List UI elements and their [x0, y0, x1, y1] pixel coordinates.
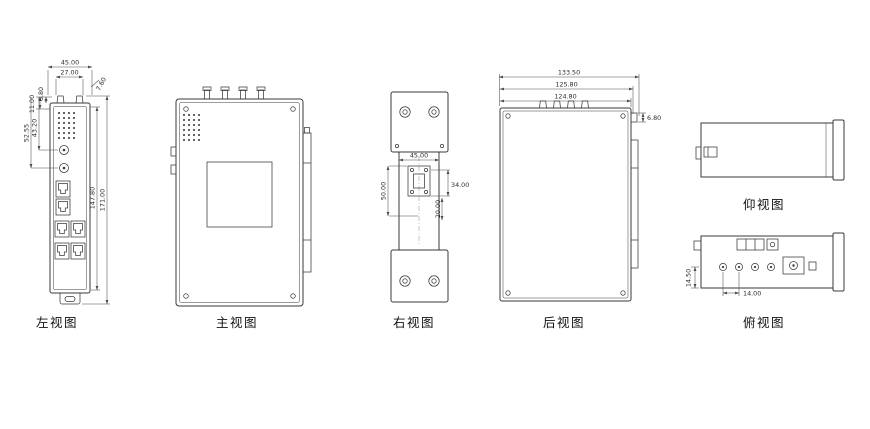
rear-view: 133.50 125.80 124.80 6.80	[498, 69, 661, 330]
dim-left-outer-height: 171.00	[99, 189, 107, 211]
side-step	[695, 146, 702, 160]
side-nub	[693, 240, 702, 251]
antenna-nuts	[539, 100, 589, 109]
left-view: 45.00 27.00 7.60 11.00 6.80 52.55 43.20 …	[23, 59, 110, 330]
front-view-panel-inner	[179, 102, 300, 303]
dim-right-offset-b: 20.00	[434, 200, 442, 218]
din-rail-clip	[302, 127, 312, 273]
dim-right-height: 50.00	[380, 182, 388, 200]
dim-left-conn-low: 52.55	[23, 124, 31, 142]
sim-slot	[703, 146, 718, 158]
din-rail-clip	[630, 139, 639, 269]
antenna-connectors	[202, 86, 266, 100]
corner-screws	[505, 113, 626, 296]
bottom-bracket	[390, 249, 449, 303]
rear-view-label: 后视图	[543, 315, 585, 330]
terminal-block	[736, 238, 779, 251]
side-tab	[170, 164, 177, 175]
screw-hole	[395, 144, 399, 148]
screw-hole	[440, 144, 444, 148]
dim-right-offset-a: 34.00	[451, 181, 469, 189]
spine-component	[407, 165, 431, 197]
dim-top-offset: 14.50	[685, 269, 693, 287]
power-pin	[792, 264, 795, 267]
reset-button	[808, 261, 817, 271]
mounting-slot	[64, 296, 76, 302]
spring-tab	[630, 112, 638, 123]
dim-left-inner-height: 147.80	[89, 187, 97, 209]
dim-left-conn-high: 43.20	[31, 119, 39, 137]
dim-rear-width-outer: 133.50	[558, 69, 580, 77]
top-bracket	[390, 91, 449, 153]
left-view-dimensions: 45.00 27.00 7.60 11.00 6.80 52.55 43.20 …	[23, 59, 110, 305]
rear-view-panel-inner	[502, 110, 629, 299]
right-view-label: 右视图	[393, 315, 435, 330]
front-view: 主视图	[170, 86, 312, 330]
dim-left-top-b: 6.80	[37, 87, 45, 101]
nameplate	[206, 161, 273, 228]
left-view-label: 左视图	[36, 315, 78, 330]
led-grid	[182, 113, 201, 142]
top-view-label: 俯视图	[743, 315, 785, 330]
right-view-dimensions: 45.00 50.00 34.00 20.00	[380, 152, 469, 221]
top-view: 14.00 14.50 俯视图	[685, 232, 845, 330]
dim-right-width: 45.00	[410, 152, 428, 160]
dim-left-top-a: 11.00	[28, 95, 36, 113]
mounting-ear	[59, 293, 81, 305]
front-view-label: 主视图	[216, 315, 258, 330]
led-grid	[57, 111, 76, 140]
dim-left-corner: 7.60	[94, 76, 108, 92]
left-view-body-outline	[49, 102, 91, 294]
antenna-nut-icon	[56, 95, 65, 104]
side-tab	[170, 146, 177, 157]
bottom-view-body-outline	[700, 122, 834, 178]
dim-rear-tab: 6.80	[647, 114, 661, 122]
dim-left-outer-width: 45.00	[61, 59, 79, 67]
end-cap	[832, 232, 845, 292]
right-view: 45.00 50.00 34.00 20.00 右视图	[380, 91, 469, 330]
top-view-dimensions: 14.00 14.50	[685, 266, 761, 298]
antenna-jacks	[719, 263, 775, 271]
bottom-view-label: 仰视图	[743, 197, 785, 212]
bottom-view: 仰视图	[695, 119, 845, 212]
dim-top-spacing: 14.00	[743, 290, 761, 298]
dim-left-inner-width: 27.00	[60, 69, 78, 77]
rear-tab-dimension: 6.80	[638, 112, 661, 123]
corner-screws	[183, 106, 296, 299]
rear-view-body-outline	[499, 107, 632, 302]
rear-view-dimensions-top: 133.50 125.80 124.80	[498, 69, 640, 116]
antenna-nut-icon	[75, 95, 84, 104]
round-connectors	[59, 145, 69, 173]
front-view-body-outline	[175, 98, 304, 307]
left-view-panel-inner	[53, 106, 87, 290]
end-cap	[832, 119, 845, 181]
power-connector	[782, 256, 805, 275]
dim-rear-width-mid: 125.80	[555, 81, 577, 89]
dim-rear-width-inner: 124.80	[554, 93, 576, 101]
